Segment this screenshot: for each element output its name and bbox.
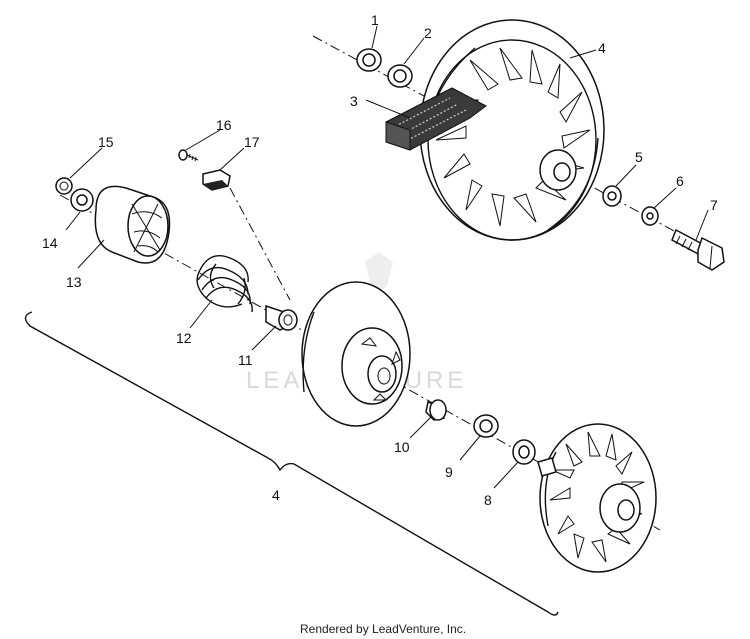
leader-lines — [65, 25, 709, 489]
part-2-washer — [387, 64, 413, 88]
callout-16: 16 — [216, 117, 232, 133]
leader-17-dashed — [229, 187, 291, 301]
footer-credit: Rendered by LeadVenture, Inc. — [300, 622, 466, 636]
callout-14: 14 — [42, 235, 58, 251]
part-3-drive-belt — [385, 87, 487, 151]
axis-upper — [312, 35, 701, 246]
callout-2: 2 — [424, 25, 432, 41]
part-9-washer — [473, 414, 499, 438]
part-15-retaining-clip — [55, 177, 73, 195]
part-4-stationary-sheave — [301, 281, 411, 427]
part-5-washer — [602, 185, 622, 207]
callout-11: 11 — [238, 352, 253, 368]
callout-1: 1 — [371, 12, 379, 28]
group-bracket-4 — [24, 311, 559, 616]
callout-13: 13 — [66, 274, 82, 290]
callout-group-4: 4 — [272, 487, 280, 503]
callout-12: 12 — [176, 330, 192, 346]
part-10-spacer — [425, 399, 447, 421]
part-8-washer — [512, 439, 536, 465]
part-13-helix-cam — [94, 185, 171, 264]
part-6-washer — [641, 206, 659, 226]
callout-8: 8 — [484, 492, 492, 508]
callout-3: 3 — [350, 93, 358, 109]
part-14-washer — [70, 188, 94, 212]
callout-4: 4 — [598, 40, 606, 56]
callout-6: 6 — [676, 173, 684, 189]
callout-9: 9 — [445, 464, 453, 480]
part-11-bushing — [265, 304, 298, 331]
part-12-spring — [196, 255, 253, 313]
callout-5: 5 — [635, 149, 643, 165]
part-17-button — [202, 169, 231, 191]
callout-labels: 1 2 3 4 5 6 7 8 9 10 11 12 13 14 15 16 1… — [42, 12, 718, 508]
callout-17: 17 — [244, 134, 260, 150]
driven-clutch-assembly — [537, 423, 657, 573]
part-1-washer — [356, 48, 382, 72]
part-16-screw — [178, 149, 199, 162]
callout-10: 10 — [394, 439, 410, 455]
callout-15: 15 — [98, 134, 114, 150]
callout-7: 7 — [710, 197, 718, 213]
part-7-bolt — [671, 228, 725, 271]
